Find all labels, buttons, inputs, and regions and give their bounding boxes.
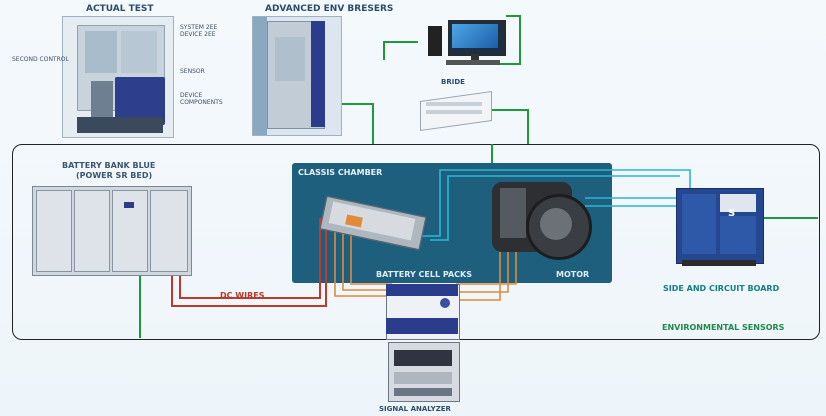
small-unit-label: BRIDE xyxy=(441,78,465,86)
right-unit-label: SIDE AND CIRCUIT BOARD xyxy=(663,284,780,293)
actual-test-photo xyxy=(62,16,174,138)
lower-analyzer-stack xyxy=(386,342,460,404)
signal-analyzer-label: SIGNAL ANALYZER xyxy=(379,405,451,413)
motor-label: MOTOR xyxy=(556,270,590,279)
circuit-board-unit: S xyxy=(676,182,764,268)
top-left-title: ACTUAL TEST xyxy=(86,4,154,14)
note-sensor: SENSOR xyxy=(180,68,205,75)
chamber-title: CLASSIS CHAMBER xyxy=(298,168,383,177)
top-center-title: ADVANCED ENV BRESERS xyxy=(265,4,394,14)
signal-analyzer-unit xyxy=(386,284,460,340)
side-note: SECOND CONTROL xyxy=(12,56,69,63)
note-system: SYSTEM 2EE xyxy=(180,24,218,31)
unit-badge: S xyxy=(728,208,736,219)
dc-wires-label: DC WIRES xyxy=(220,291,265,300)
note-components: COMPONENTS xyxy=(180,99,223,106)
note-device: DEVICE xyxy=(180,92,203,99)
battery-label: BATTERY CELL PACKS xyxy=(376,270,472,279)
note-device-2: DEVICE 2EE xyxy=(180,31,216,38)
computer-workstation xyxy=(428,20,508,66)
bridge-unit xyxy=(420,90,494,132)
battery-bank-cabinet xyxy=(32,186,192,276)
env-sensors-label: ENVIRONMENTAL SENSORS xyxy=(662,323,785,332)
cabinet-title-line1: BATTERY BANK BLUE xyxy=(62,161,156,170)
cabinet-title-line2: (POWER SR BED) xyxy=(76,171,153,180)
battery-cell-pack xyxy=(318,195,430,251)
motor-assembly xyxy=(482,176,592,266)
advanced-env-photo xyxy=(252,16,342,136)
